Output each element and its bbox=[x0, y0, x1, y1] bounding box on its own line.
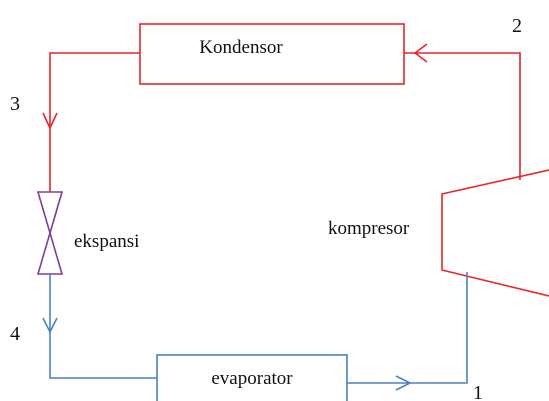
flow-arrow-two-phase bbox=[42, 317, 58, 334]
condenser-box bbox=[139, 23, 405, 85]
state-point-4: 4 bbox=[10, 323, 20, 345]
two-phase-line bbox=[49, 274, 157, 379]
liquid-line bbox=[49, 52, 140, 192]
discharge-line bbox=[404, 52, 521, 180]
expansion-label: ekspansi bbox=[74, 231, 139, 252]
evaporator-label: evaporator bbox=[211, 368, 293, 389]
high-pressure-piping bbox=[49, 52, 521, 192]
compressor-label: kompresor bbox=[328, 218, 410, 239]
low-pressure-piping bbox=[49, 272, 468, 384]
state-point-1: 1 bbox=[473, 382, 483, 401]
flow-arrow-suction bbox=[395, 375, 412, 391]
compressor-shape bbox=[441, 169, 549, 297]
evaporator-box bbox=[156, 354, 348, 401]
expansion-valve bbox=[36, 191, 64, 275]
flow-arrow-liquid-line bbox=[42, 112, 58, 130]
condenser-label: Kondensor bbox=[199, 37, 283, 58]
state-point-2: 2 bbox=[512, 15, 522, 37]
suction-line bbox=[347, 272, 468, 384]
flow-arrow-condenser-inlet bbox=[413, 43, 428, 63]
state-point-3: 3 bbox=[10, 93, 20, 115]
